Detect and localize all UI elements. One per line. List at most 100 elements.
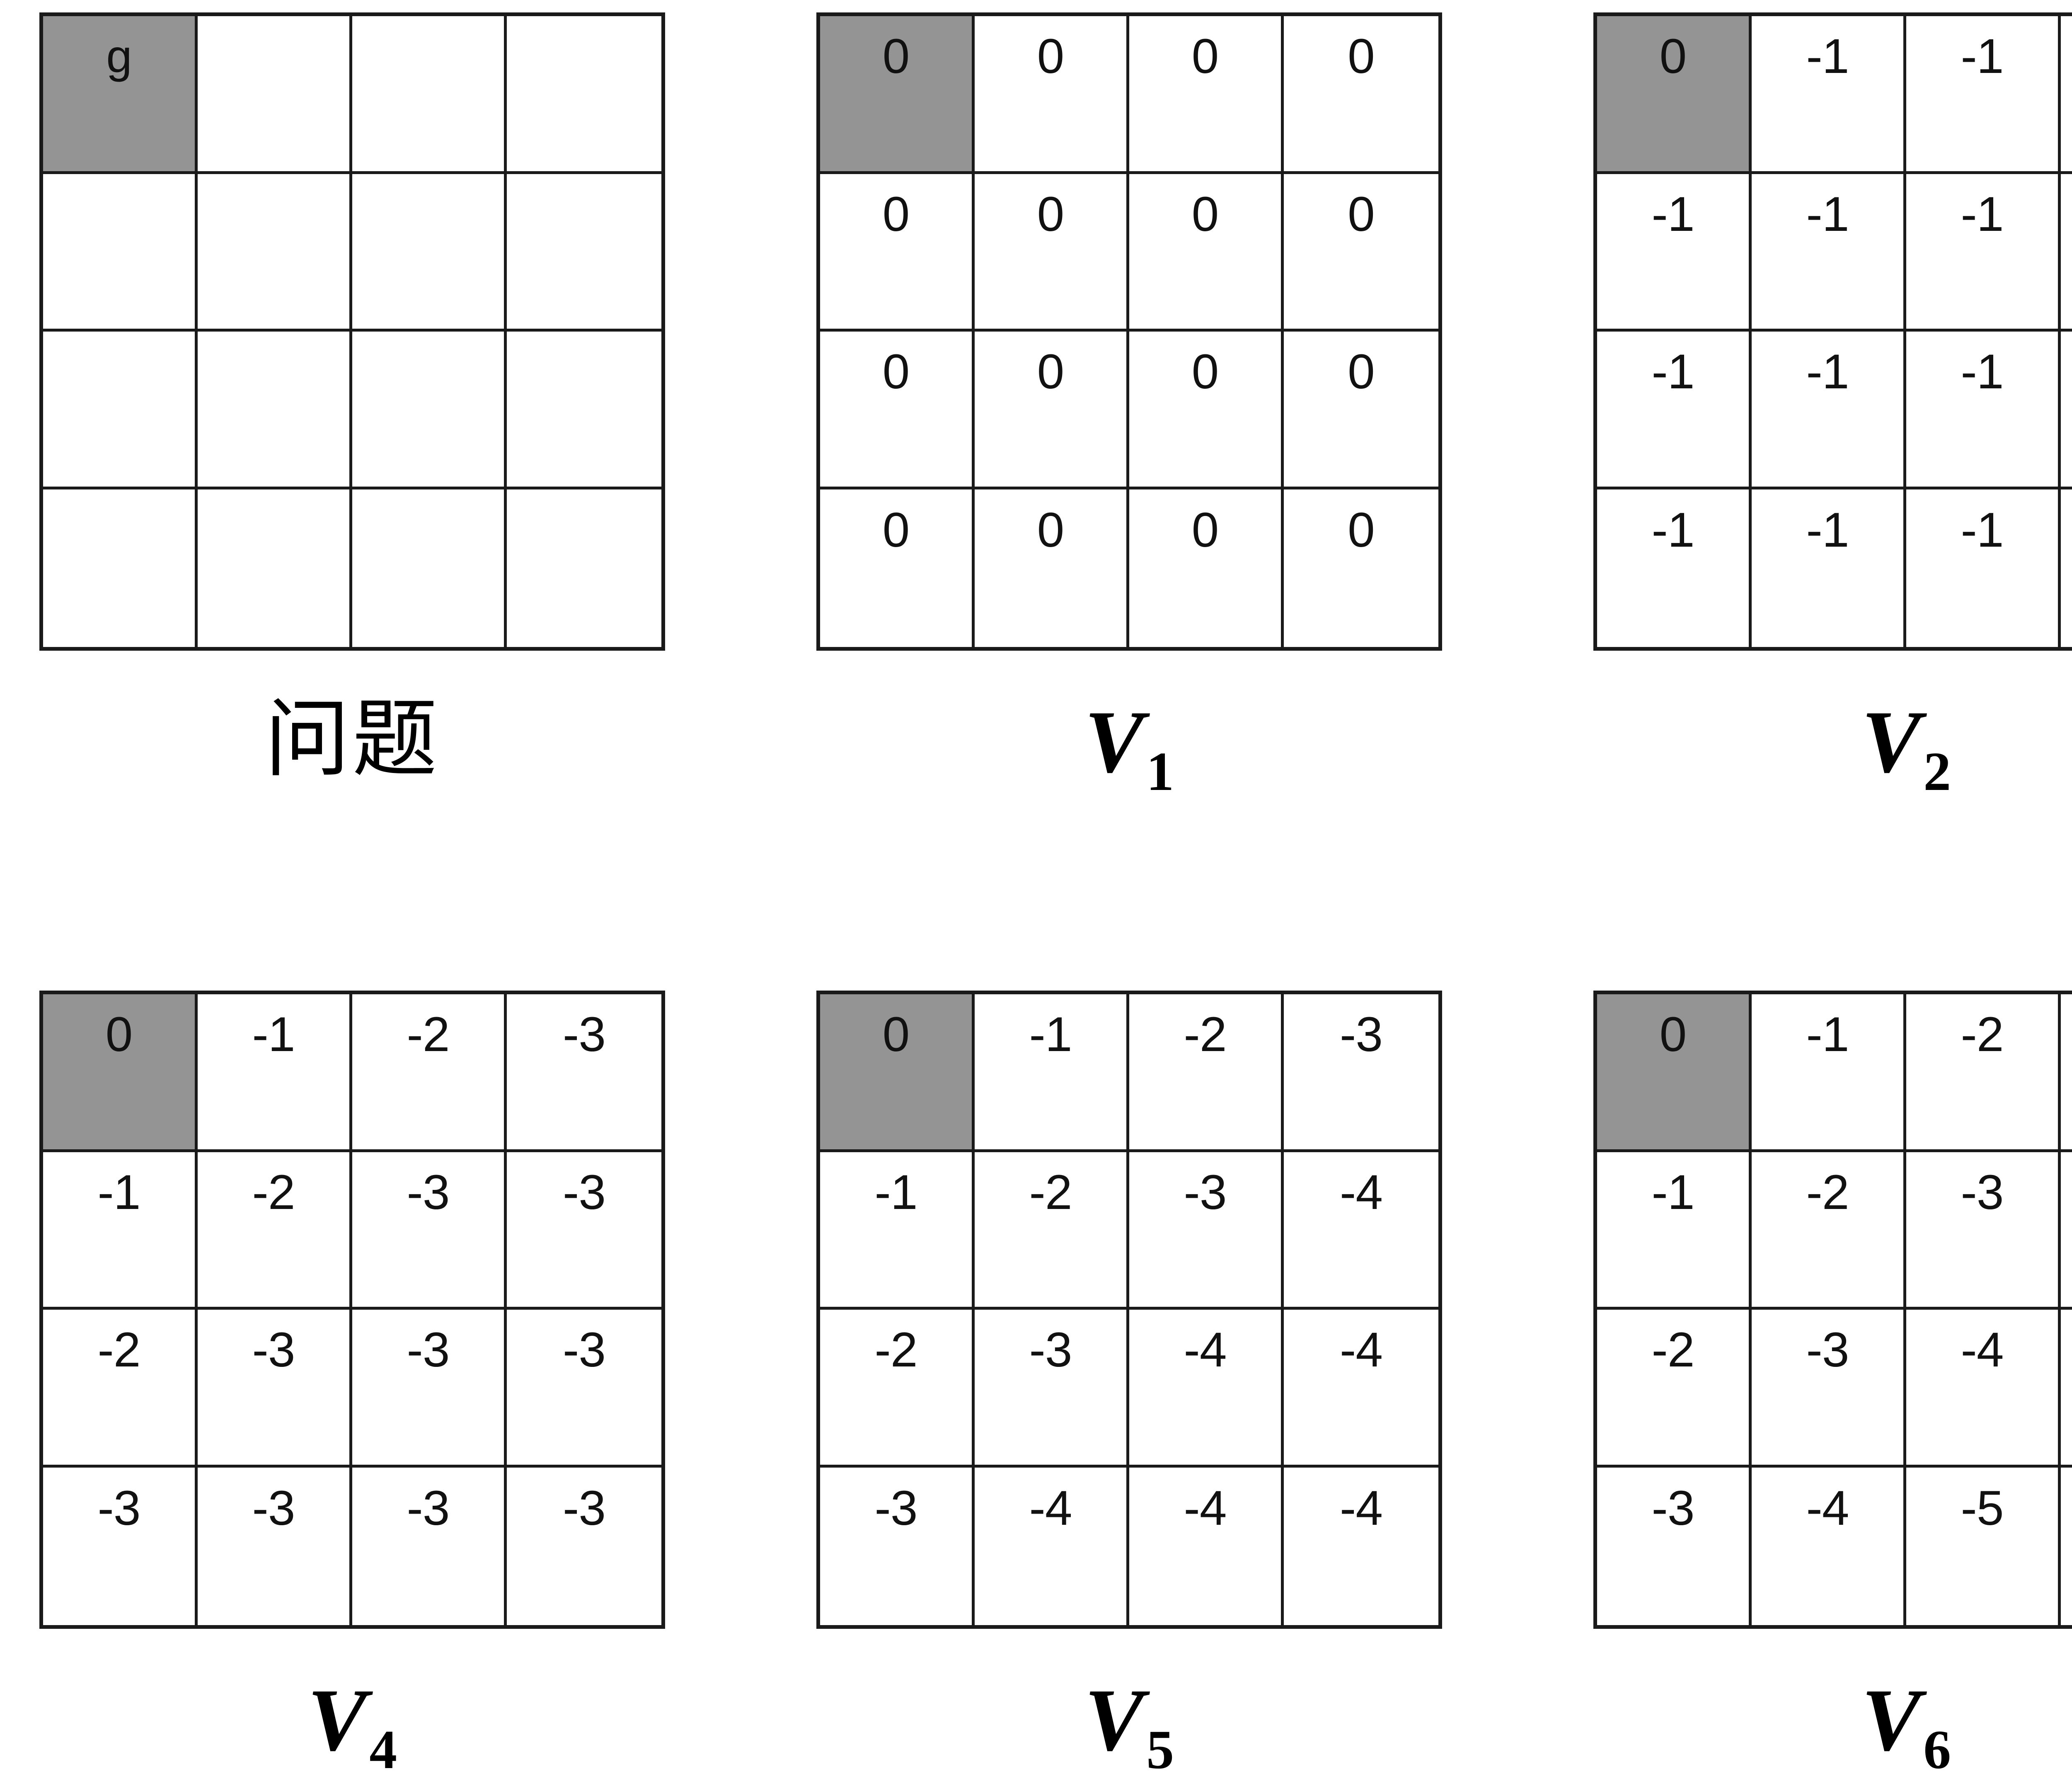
grid-cell[interactable]: -3 <box>975 1310 1129 1468</box>
grid-cell[interactable]: 0 <box>1284 489 1438 647</box>
grid-cell[interactable]: 0 <box>1597 16 1752 174</box>
grid-cell[interactable]: -3 <box>1752 1310 1906 1468</box>
grid-cell[interactable] <box>507 489 661 647</box>
grid-cell[interactable]: -3 <box>1597 1467 1752 1625</box>
grid-cell[interactable]: -1 <box>1752 489 1906 647</box>
grid-cell[interactable] <box>43 489 198 647</box>
grid-cell[interactable]: 0 <box>1597 994 1752 1152</box>
grid-cell[interactable]: -1 <box>820 1152 975 1310</box>
grid-cell[interactable]: -3 <box>198 1467 352 1625</box>
grid-cell[interactable]: -3 <box>198 1310 352 1468</box>
grid-cell[interactable]: -1 <box>1752 994 1906 1152</box>
grid-cell[interactable]: 0 <box>1284 16 1438 174</box>
grid-cell[interactable]: 0 <box>1284 174 1438 332</box>
grid-cell[interactable]: -1 <box>2061 16 2072 174</box>
grid-cell[interactable]: -4 <box>1906 1310 2061 1468</box>
grid-cell[interactable] <box>43 174 198 332</box>
grid-cell[interactable] <box>198 489 352 647</box>
cell-value: 0 <box>882 1007 910 1062</box>
grid-cell[interactable]: -3 <box>507 1152 661 1310</box>
grid-cell[interactable]: -1 <box>2061 332 2072 489</box>
grid-cell[interactable]: -3 <box>820 1467 975 1625</box>
grid-cell[interactable]: -3 <box>507 1467 661 1625</box>
grid-cell[interactable]: 0 <box>975 16 1129 174</box>
grid-cell[interactable]: -4 <box>1129 1310 1284 1468</box>
grid-cell[interactable]: -3 <box>1129 1152 1284 1310</box>
grid-cell[interactable] <box>352 489 507 647</box>
grid-cell[interactable]: -2 <box>198 1152 352 1310</box>
cell-value: -2 <box>1806 1165 1849 1220</box>
grid-cell[interactable]: -2 <box>1129 994 1284 1152</box>
grid-cell[interactable]: 0 <box>1129 16 1284 174</box>
grid-cell[interactable]: -1 <box>1752 16 1906 174</box>
grid-cell[interactable]: -2 <box>43 1310 198 1468</box>
grid-cell[interactable]: -2 <box>1752 1152 1906 1310</box>
grid-cell[interactable]: 0 <box>1129 489 1284 647</box>
grid-cell[interactable]: -1 <box>43 1152 198 1310</box>
grid-cell[interactable] <box>352 332 507 489</box>
grid-cell[interactable]: 0 <box>1129 174 1284 332</box>
grid-cell[interactable]: -1 <box>1597 174 1752 332</box>
grid-cell[interactable]: -4 <box>2061 1152 2072 1310</box>
grid-cell[interactable]: 0 <box>1284 332 1438 489</box>
grid-cell[interactable]: -1 <box>975 994 1129 1152</box>
grid-cell[interactable]: -1 <box>1752 332 1906 489</box>
grid-cell[interactable]: -2 <box>1906 994 2061 1152</box>
grid-cell[interactable]: 0 <box>820 16 975 174</box>
grid-cell[interactable]: -2 <box>975 1152 1129 1310</box>
grid-cell[interactable]: -2 <box>352 994 507 1152</box>
grid-cell[interactable]: 0 <box>975 489 1129 647</box>
grid-cell[interactable]: -3 <box>1284 994 1438 1152</box>
grid-cell[interactable]: -3 <box>352 1310 507 1468</box>
grid-cell[interactable]: -3 <box>352 1152 507 1310</box>
grid-cell[interactable]: -1 <box>1906 489 2061 647</box>
grid-cell[interactable]: -1 <box>1906 174 2061 332</box>
grid-cell[interactable]: -3 <box>2061 994 2072 1152</box>
grid-cell[interactable]: -4 <box>1284 1152 1438 1310</box>
grid-cell[interactable]: -3 <box>507 994 661 1152</box>
grid-cell[interactable]: 0 <box>975 174 1129 332</box>
grid-cell[interactable]: -4 <box>1284 1310 1438 1468</box>
grid-cell[interactable]: -1 <box>198 994 352 1152</box>
grid-cell[interactable] <box>507 332 661 489</box>
grid-cell[interactable]: -1 <box>1597 1152 1752 1310</box>
grid-cell[interactable] <box>352 174 507 332</box>
grid-cell[interactable] <box>352 16 507 174</box>
grid-cell[interactable] <box>198 16 352 174</box>
caption-math: V2 <box>1861 692 1951 799</box>
grid-cell[interactable]: -1 <box>2061 489 2072 647</box>
grid-cell[interactable]: 0 <box>820 332 975 489</box>
grid-cell[interactable]: -5 <box>1906 1467 2061 1625</box>
grid-cell[interactable]: -1 <box>1597 489 1752 647</box>
grid-cell[interactable]: 0 <box>1129 332 1284 489</box>
grid-cell[interactable] <box>198 174 352 332</box>
grid-cell[interactable] <box>507 174 661 332</box>
grid-cell[interactable]: -3 <box>43 1467 198 1625</box>
grid-cell[interactable]: -4 <box>975 1467 1129 1625</box>
grid-cell[interactable]: -4 <box>1752 1467 1906 1625</box>
grid-cell[interactable] <box>507 16 661 174</box>
grid-cell[interactable]: 0 <box>820 174 975 332</box>
grid-cell[interactable]: -1 <box>2061 174 2072 332</box>
grid-cell[interactable]: -3 <box>352 1467 507 1625</box>
grid-cell[interactable] <box>43 332 198 489</box>
grid-cell[interactable]: -2 <box>820 1310 975 1468</box>
grid-cell[interactable]: 0 <box>975 332 1129 489</box>
grid-cell[interactable]: -3 <box>1906 1152 2061 1310</box>
cell-value: -5 <box>2061 1484 2072 1533</box>
grid-cell[interactable]: -5 <box>2061 1467 2072 1625</box>
grid-cell[interactable]: -3 <box>507 1310 661 1468</box>
grid-cell[interactable]: -1 <box>1752 174 1906 332</box>
grid-cell[interactable]: -2 <box>1597 1310 1752 1468</box>
grid-cell[interactable] <box>198 332 352 489</box>
grid-cell[interactable]: -1 <box>1597 332 1752 489</box>
grid-cell[interactable]: -1 <box>1906 332 2061 489</box>
grid-cell[interactable]: 0 <box>820 994 975 1152</box>
grid-cell[interactable]: -4 <box>1284 1467 1438 1625</box>
grid-cell[interactable]: g <box>43 16 198 174</box>
grid-cell[interactable]: 0 <box>820 489 975 647</box>
grid-cell[interactable]: -1 <box>1906 16 2061 174</box>
grid-cell[interactable]: -4 <box>1129 1467 1284 1625</box>
grid-cell[interactable]: -5 <box>2061 1310 2072 1468</box>
grid-cell[interactable]: 0 <box>43 994 198 1152</box>
